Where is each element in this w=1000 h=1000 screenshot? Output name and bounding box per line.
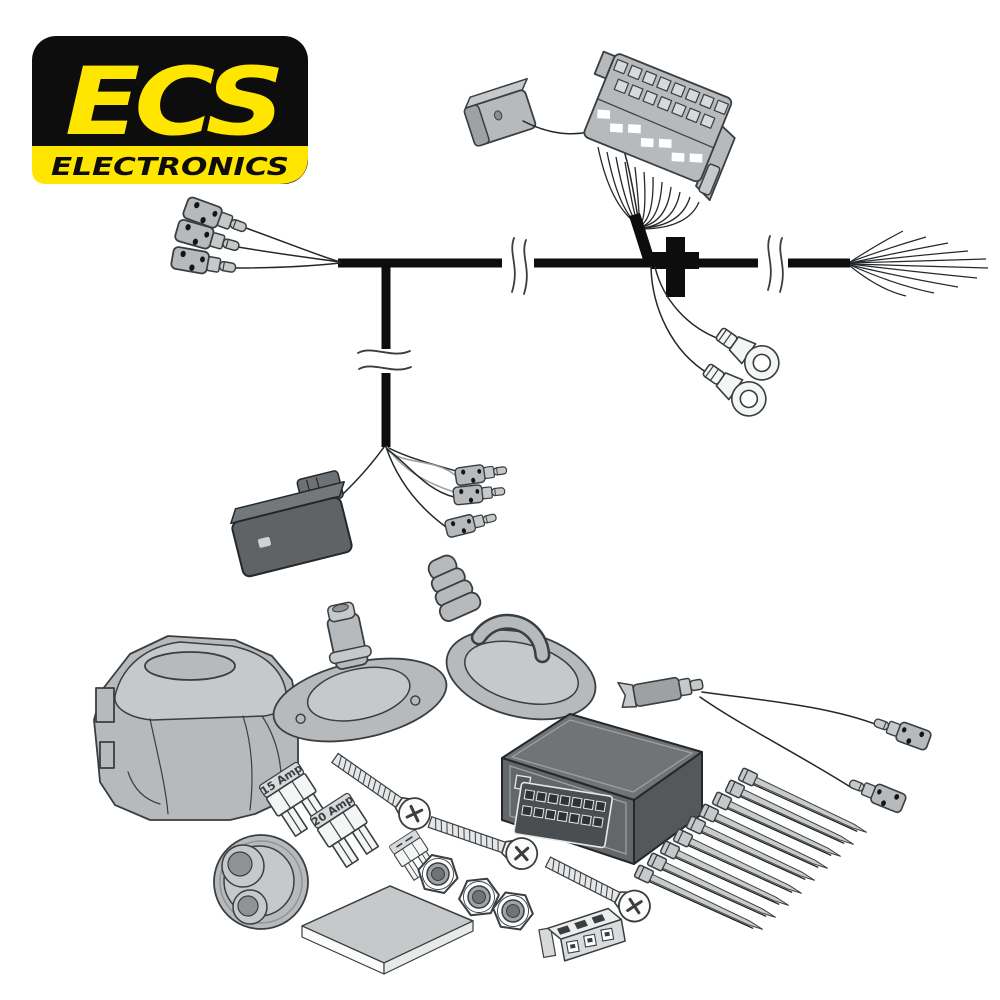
towbar-socket-housing (93, 635, 299, 821)
logo-yellow-bar (32, 146, 308, 184)
break-mark (357, 349, 412, 373)
break-mark (502, 237, 534, 295)
bullet-terminal (169, 245, 239, 280)
branch-terminal (443, 507, 499, 539)
bridge-terminal (845, 772, 908, 815)
vehicle-plug (230, 470, 353, 578)
socket-recess (144, 651, 236, 681)
junction-clip (651, 237, 699, 297)
pin-slot-row (613, 78, 716, 129)
ecs-logo: ECS ELECTRONICS (32, 36, 308, 184)
harness-bullet-terminals (169, 195, 341, 280)
two-hole-grommet (213, 834, 309, 930)
bellows-grommet (427, 554, 597, 721)
ring-terminal-leads (650, 266, 787, 424)
main-harness (338, 230, 989, 447)
break-mark (758, 235, 788, 293)
pin-slot-row (612, 58, 730, 116)
frayed-wire-ends (849, 230, 989, 297)
drop-branch (230, 446, 509, 578)
fuse-windows (597, 109, 703, 163)
fuse-holder-block (583, 50, 736, 263)
bridge-terminal (870, 711, 933, 752)
foam-pad (301, 885, 474, 975)
brand-name: ECS (65, 48, 279, 157)
loom-sleeve (629, 213, 655, 263)
three-pin-connector (538, 907, 626, 962)
spade-terminal (617, 676, 704, 708)
branch-terminal (453, 460, 509, 487)
control-module (501, 713, 703, 865)
bridge-cable (617, 676, 933, 815)
cable-tie (633, 863, 767, 937)
pre-wired-connector (463, 77, 639, 219)
plate-grommet (272, 601, 448, 743)
fuse-small (388, 828, 439, 883)
module-connector (513, 774, 614, 849)
brand-tagline: ELECTRONICS (51, 152, 289, 181)
